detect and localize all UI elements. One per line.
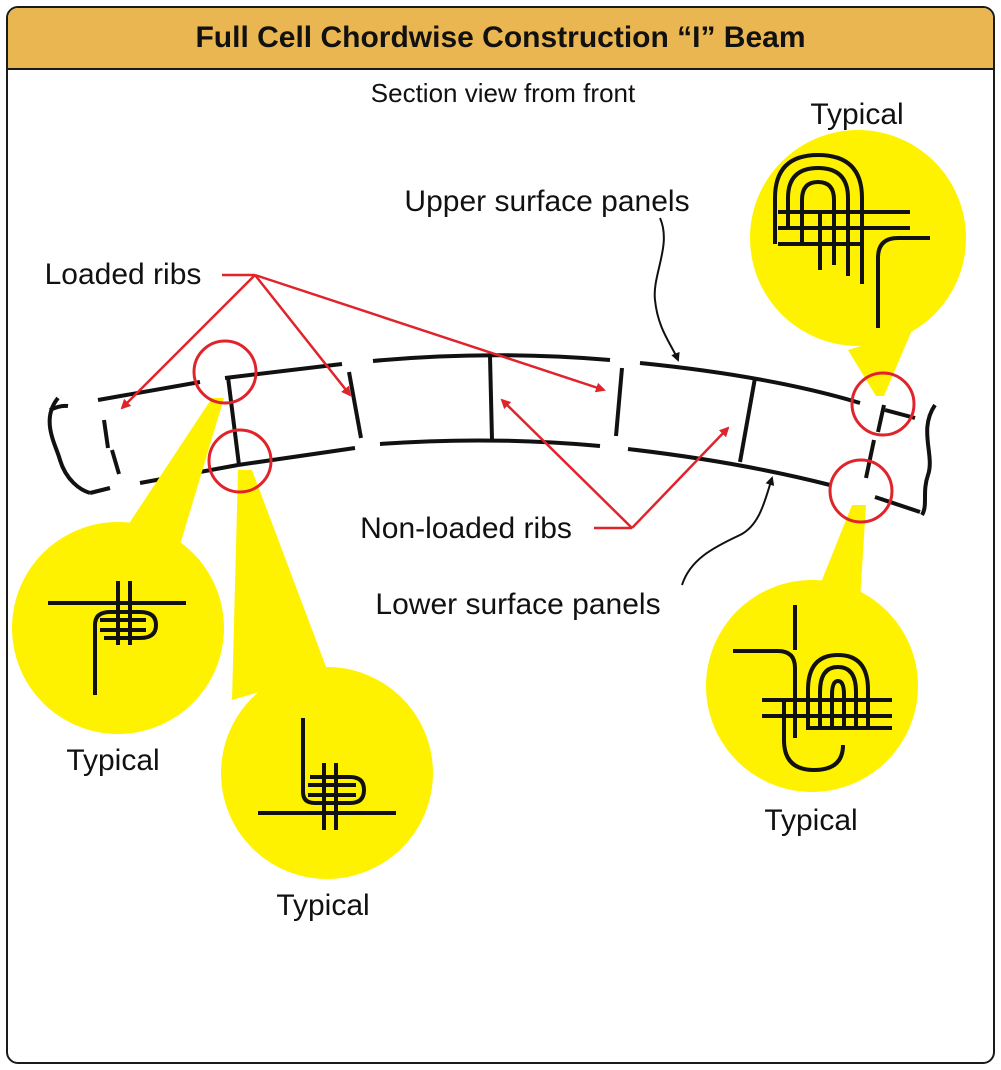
- joint-detail-upper-right-icon: [773, 152, 930, 328]
- detail-lower-left-label: Typical: [276, 889, 369, 922]
- detail-upper-right-circle: [750, 130, 966, 346]
- rib-1b: [110, 449, 121, 475]
- detail-lower-right-circle: [706, 580, 918, 792]
- rib-3: [347, 371, 363, 439]
- detail-upper-left-label: Typical: [66, 744, 159, 777]
- left-break-line: [47, 396, 91, 495]
- rib-5: [614, 367, 624, 437]
- detail-upper-right-label: Typical: [810, 98, 903, 131]
- loaded-ribs-leaders: [120, 273, 606, 410]
- joint-circle-lower-right: [828, 458, 894, 524]
- joint-detail-lower-right-icon: [733, 605, 892, 773]
- joint-detail-upper-left-icon: [48, 581, 186, 695]
- rib-4: [488, 355, 494, 441]
- joint-detail-lower-left-icon: [258, 718, 396, 830]
- right-break-line: [920, 403, 937, 517]
- joint-circle-upper-left: [192, 339, 258, 405]
- loaded-ribs-label: Loaded ribs: [45, 258, 202, 291]
- rib-2: [226, 376, 241, 466]
- joint-circle-upper-right: [850, 371, 916, 437]
- lower-surface-label: Lower surface panels: [375, 588, 660, 621]
- title-bar: Full Cell Chordwise Construction “I” Bea…: [8, 8, 993, 70]
- rib-1a: [102, 419, 110, 449]
- lower-surface-panels: [89, 438, 921, 514]
- rib-6: [738, 377, 757, 463]
- joint-circle-lower-left: [207, 428, 273, 494]
- section-view-label: Section view from front: [371, 78, 636, 108]
- ribs: [102, 355, 886, 479]
- detail-lower-right: Typical: [706, 505, 918, 837]
- lower-surface-leader: [681, 476, 775, 586]
- joint-highlight-circles: [192, 339, 916, 524]
- upper-surface-leader: [653, 217, 680, 362]
- rib-7b: [864, 439, 876, 479]
- detail-upper-right: Typical: [750, 98, 966, 396]
- detail-lower-left: Typical: [221, 470, 433, 922]
- detail-upper-left: Typical: [12, 398, 224, 777]
- non-loaded-ribs-leaders: [500, 398, 730, 530]
- rib-7a: [876, 404, 886, 433]
- detail-lower-right-label: Typical: [764, 804, 857, 837]
- non-loaded-ribs-label: Non-loaded ribs: [360, 512, 572, 545]
- detail-lower-left-circle: [221, 667, 433, 879]
- upper-surface-panels: [49, 353, 916, 420]
- upper-surface-label: Upper surface panels: [404, 185, 689, 218]
- figure-title: Full Cell Chordwise Construction “I” Bea…: [195, 21, 806, 54]
